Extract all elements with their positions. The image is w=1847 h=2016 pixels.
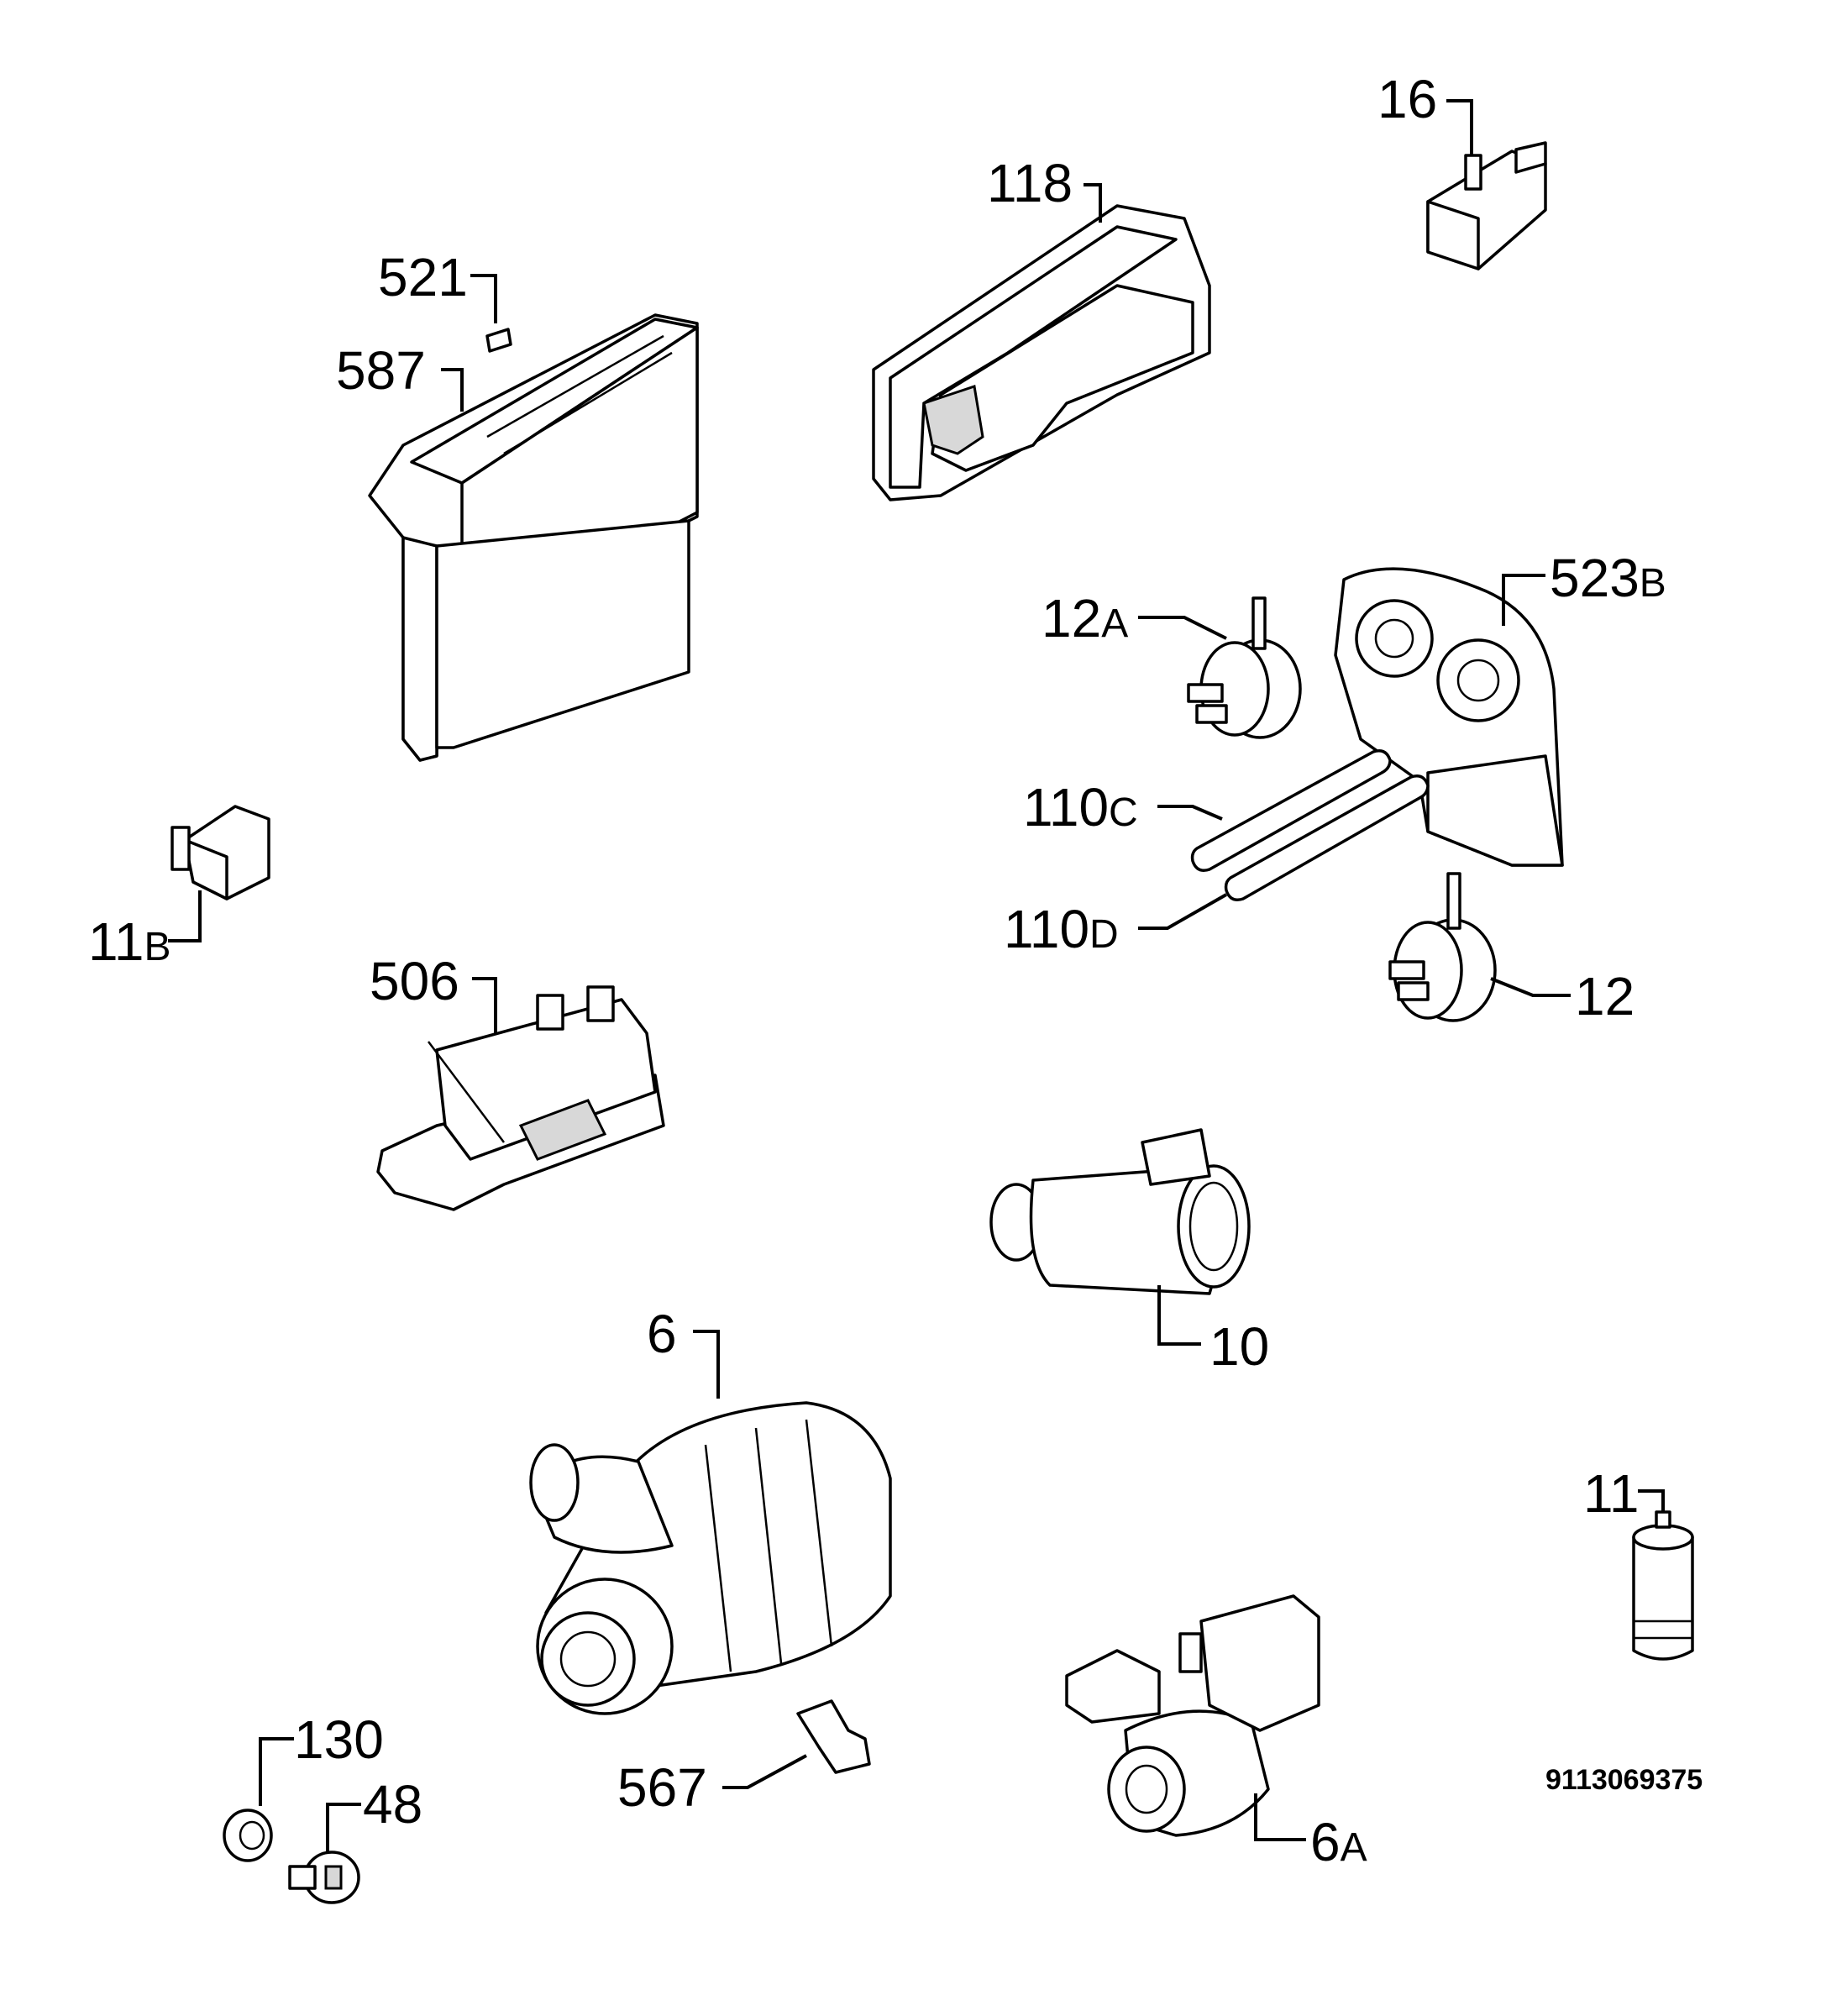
callout-118: 118 [987,153,1102,223]
svg-text:521: 521 [378,247,468,307]
callout-110d-suffix: D [1089,912,1119,957]
part-521-clip [485,328,512,353]
callout-587-number: 587 [336,340,426,401]
callout-110c-number: 110 [1023,777,1109,837]
callout-11b-number: 11 [88,911,144,972]
callout-11b: 11B [88,890,202,972]
part-587-control-module [368,313,699,762]
part-506-assembly [376,985,665,1211]
part-130-seal [223,1809,273,1862]
callout-6: 6 [647,1304,720,1399]
svg-text:12A: 12A [1042,588,1128,648]
callout-506: 506 [370,951,497,1033]
callout-16: 16 [1377,69,1473,155]
callout-567: 567 [617,1754,807,1818]
part-110c-hose [1190,749,1392,872]
svg-text:6: 6 [647,1304,677,1364]
callout-523b-suffix: B [1640,561,1666,606]
callout-10-number: 10 [1209,1316,1269,1377]
svg-text:10: 10 [1209,1316,1269,1377]
callout-12a-suffix: A [1101,601,1128,646]
part-48-plug [288,1851,360,1904]
callout-10: 10 [1157,1285,1269,1377]
catalog-number: 9113069375 [1545,1764,1703,1796]
part-110d-hose [1224,774,1430,901]
part-10-inlet-valve [989,1128,1251,1295]
part-567-clip [796,1699,871,1774]
svg-text:48: 48 [363,1774,422,1835]
svg-text:16: 16 [1377,69,1437,129]
part-12a-pressure-switch [1187,596,1302,739]
callout-521: 521 [378,247,497,323]
callout-6a-number: 6 [1310,1812,1341,1872]
svg-text:11: 11 [1583,1463,1639,1524]
callout-130: 130 [259,1709,384,1806]
svg-text:110C: 110C [1023,777,1138,837]
callout-506-number: 506 [370,951,459,1011]
callout-110d-number: 110 [1004,899,1089,959]
callout-16-number: 16 [1377,69,1437,129]
svg-text:130: 130 [294,1709,384,1770]
part-12-pressure-switch [1388,872,1497,1022]
callout-523b-number: 523 [1550,548,1640,608]
part-6a-drain-pump [1065,1594,1320,1837]
svg-text:567: 567 [617,1757,707,1818]
callout-6a: 6A [1254,1793,1367,1872]
callout-521-number: 521 [378,247,468,307]
callout-48-number: 48 [363,1774,422,1835]
callout-12a-number: 12 [1042,588,1101,648]
part-6-pump-motor [529,1401,892,1715]
callout-12-number: 12 [1575,966,1634,1026]
callout-523b: 523B [1502,548,1666,626]
callout-110c-suffix: C [1109,790,1138,835]
callout-110d: 110D [1004,893,1227,959]
part-16-switch [1426,141,1547,270]
part-11-capacitor [1632,1510,1694,1661]
callout-587: 587 [336,340,464,412]
callout-110c: 110C [1023,777,1223,837]
svg-text:11B: 11B [88,911,171,972]
callout-11b-suffix: B [144,925,171,969]
callout-48: 48 [326,1774,422,1852]
callout-11: 11 [1583,1463,1665,1524]
svg-text:12: 12 [1575,966,1634,1026]
svg-text:587: 587 [336,340,426,401]
svg-text:506: 506 [370,951,459,1011]
svg-text:523B: 523B [1550,548,1666,608]
callout-118-number: 118 [987,153,1073,213]
callout-6-number: 6 [647,1304,677,1364]
svg-text:6A: 6A [1310,1812,1367,1872]
svg-text:118: 118 [987,153,1073,213]
part-11b-relay [171,805,270,900]
svg-text:110D: 110D [1004,899,1119,959]
callout-12a: 12A [1042,588,1227,648]
callout-11-number: 11 [1583,1463,1639,1524]
part-118-dispenser [872,204,1211,501]
part-523b-pressure-chamber [1334,567,1564,867]
callout-12: 12 [1490,966,1634,1026]
callout-6a-suffix: A [1341,1825,1367,1870]
callout-130-number: 130 [294,1709,384,1770]
callout-567-number: 567 [617,1757,707,1818]
